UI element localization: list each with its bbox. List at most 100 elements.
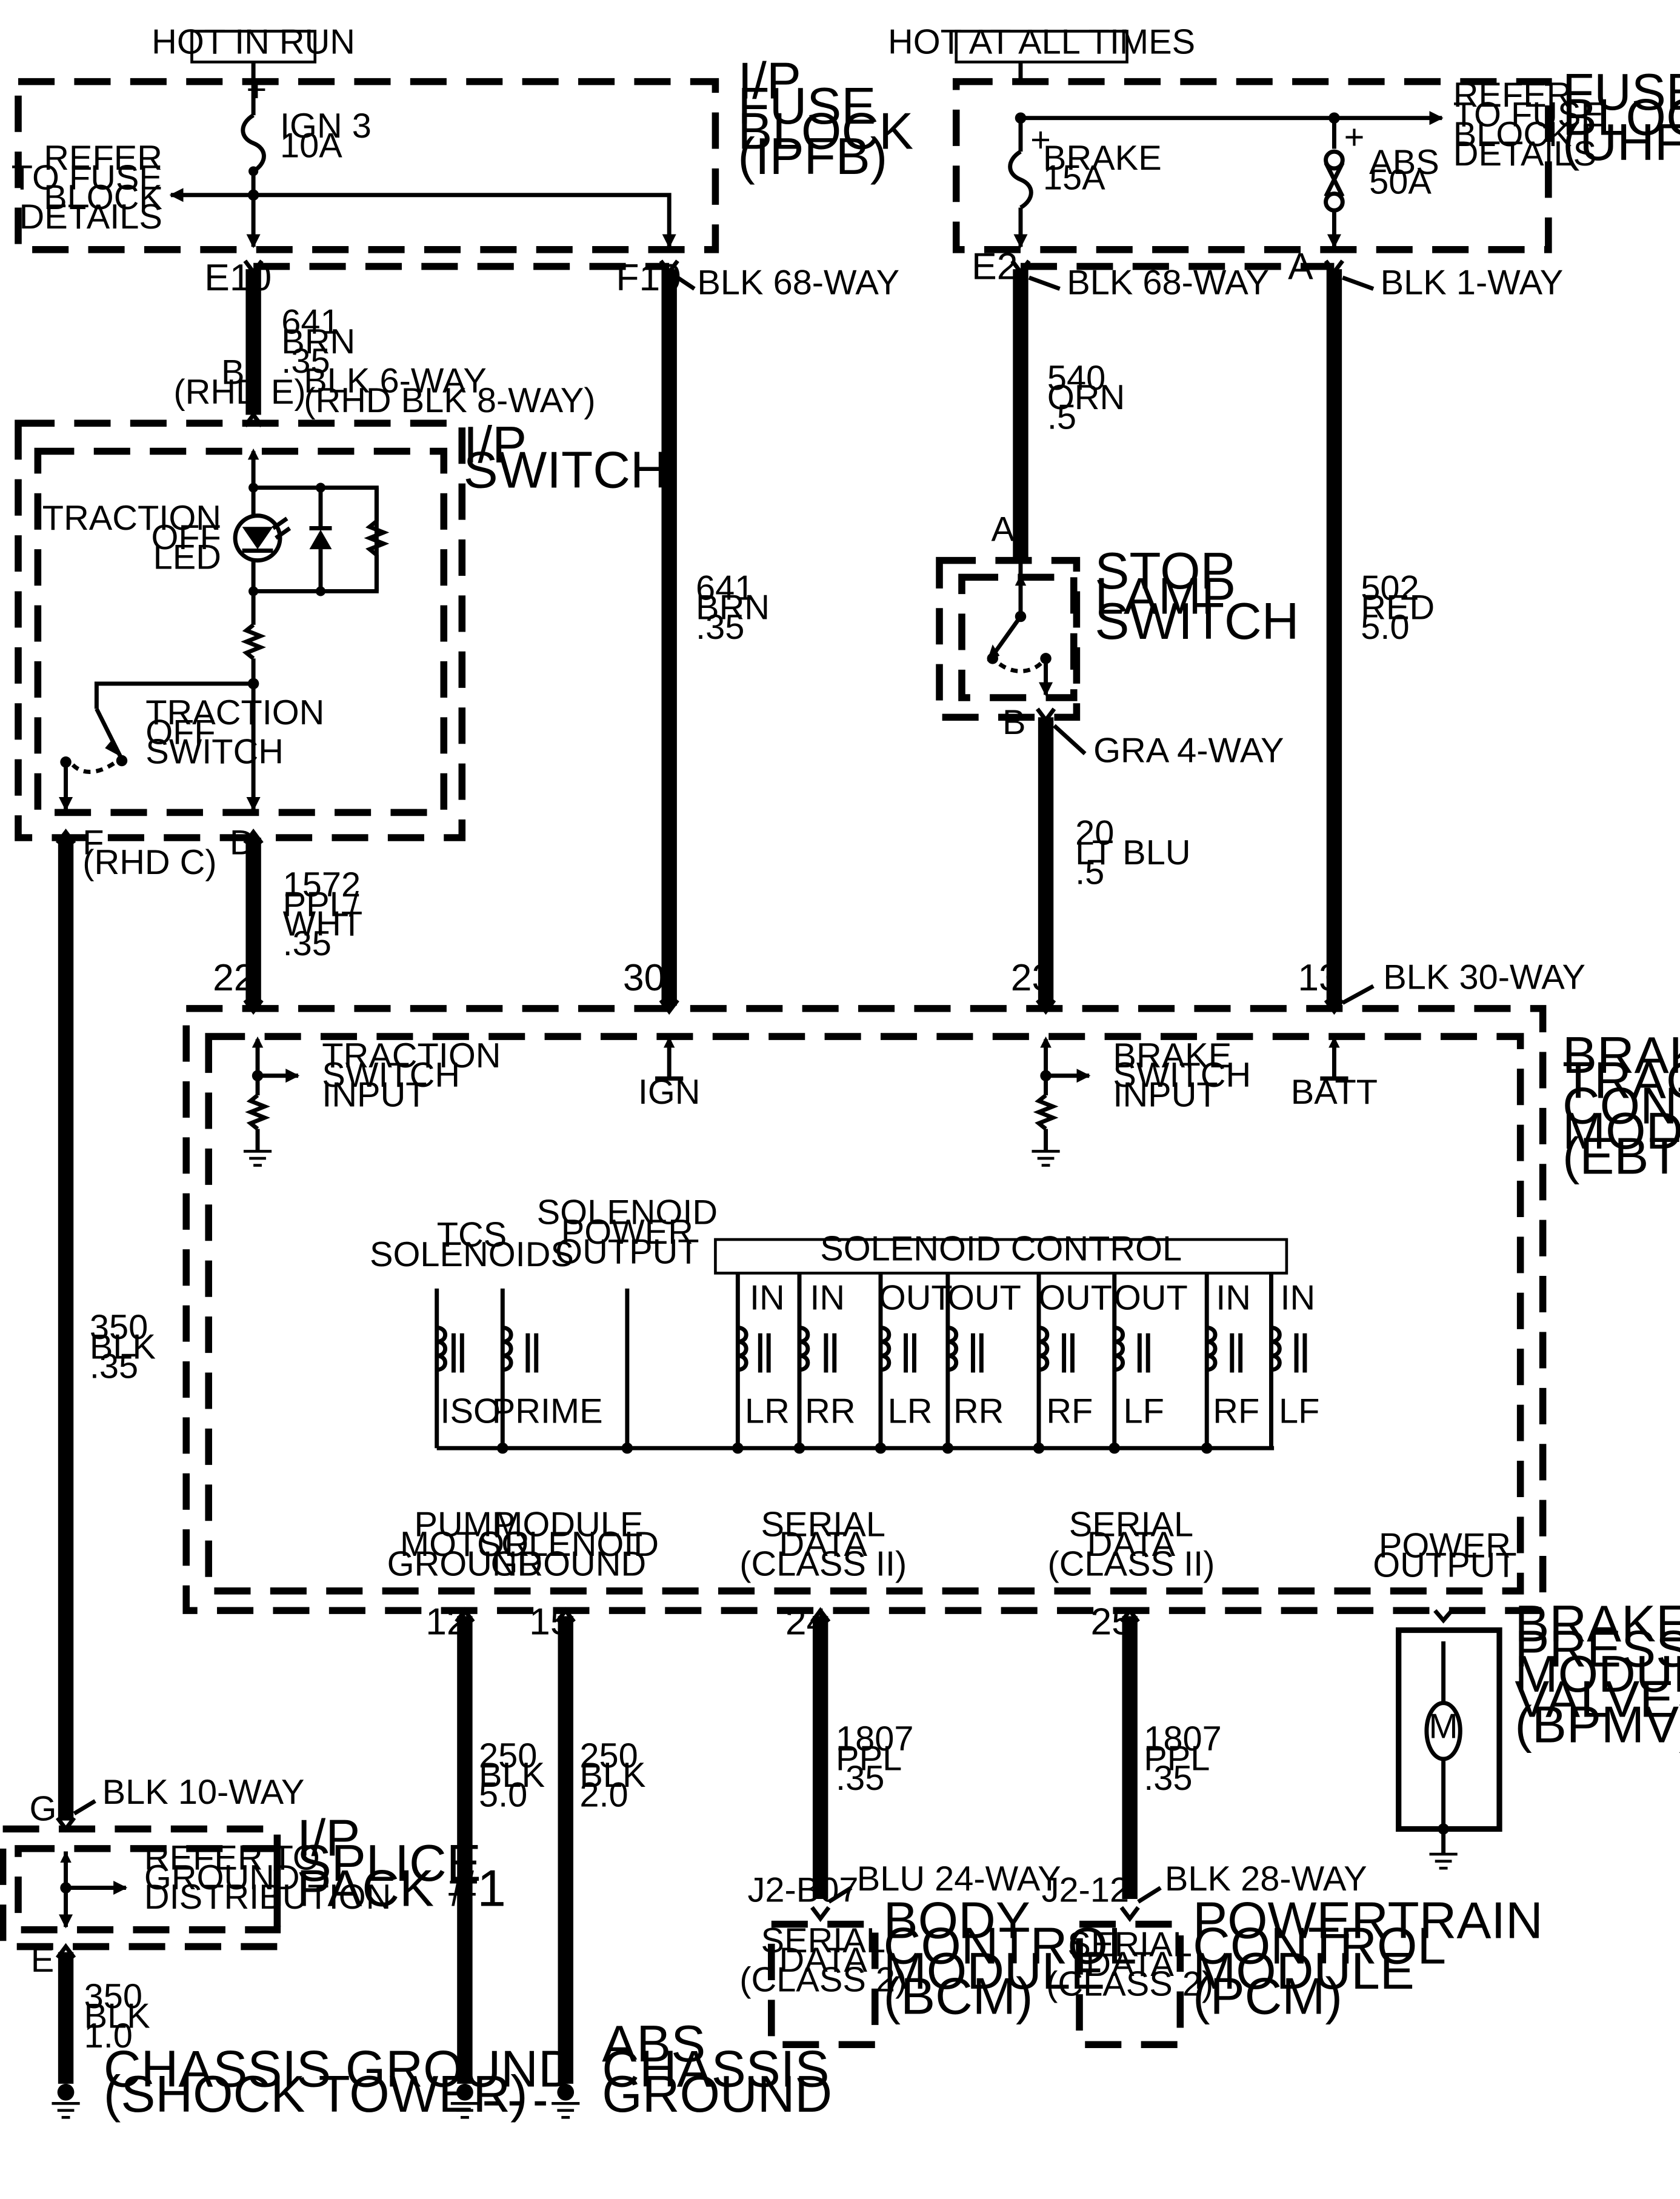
svg-text:BLU 24-WAY: BLU 24-WAY	[857, 1860, 1061, 1898]
wire-1572: D 1572 PPL/ WHT .35	[230, 824, 362, 1006]
iso-solenoid-icon	[436, 1326, 464, 1373]
chassis-ground: CHASSIS GROUND (SHOCK TOWER)	[52, 2041, 576, 2123]
svg-text:5.0: 5.0	[479, 1776, 527, 1815]
ground-icon	[244, 1151, 272, 1165]
svg-text:TRACTION: TRACTION	[1562, 1052, 1680, 1110]
ground-icon	[1032, 1151, 1059, 1165]
svg-text:BLK 30-WAY: BLK 30-WAY	[1383, 958, 1585, 997]
svg-text:M: M	[1429, 1707, 1458, 1746]
ip-switch: I/P SWITCH TRACTION OFF LED	[15, 416, 668, 841]
svg-text:VALVE: VALVE	[1515, 1671, 1674, 1729]
svg-text:DATA: DATA	[1087, 1525, 1176, 1564]
svg-text:1807: 1807	[836, 1720, 913, 1758]
svg-text:BLOCK: BLOCK	[1453, 115, 1572, 154]
svg-text:MODULE: MODULE	[493, 1506, 643, 1544]
svg-text:PUMP: PUMP	[414, 1506, 515, 1544]
svg-text:(EBTCM): (EBTCM)	[1562, 1127, 1680, 1185]
svg-text:SERIAL: SERIAL	[1067, 1926, 1192, 1964]
svg-text:STOP: STOP	[1095, 542, 1235, 600]
svg-text:CHASSIS: CHASSIS	[602, 2041, 829, 2098]
svg-text:E2: E2	[972, 245, 1018, 287]
bpmv-valve: M BRAKE PRESSURE MODULATOR VALVE (BPMV)	[1396, 1595, 1680, 1868]
svg-text:(UHFB): (UHFB)	[1562, 114, 1680, 172]
diode-icon	[309, 487, 332, 592]
svg-text:BLK 28-WAY: BLK 28-WAY	[1165, 1860, 1367, 1898]
svg-text:LR: LR	[888, 1392, 933, 1431]
svg-text:.35: .35	[283, 924, 332, 963]
svg-text:LT BLU: LT BLU	[1075, 833, 1190, 872]
svg-text:RF: RF	[1213, 1392, 1259, 1431]
svg-text:.35: .35	[836, 1759, 884, 1798]
svg-text:LF: LF	[1124, 1392, 1164, 1431]
svg-text:IN: IN	[1216, 1278, 1251, 1317]
svg-text:TRACTION: TRACTION	[322, 1036, 501, 1075]
svg-text:2.0: 2.0	[579, 1776, 628, 1815]
svg-text:J2-12: J2-12	[1042, 1871, 1129, 1910]
svg-text:BATT: BATT	[1291, 1073, 1378, 1112]
svg-text:+: +	[1344, 118, 1365, 157]
svg-text:RR: RR	[953, 1392, 1004, 1431]
svg-text:1572: 1572	[283, 866, 361, 904]
svg-text:1.0: 1.0	[84, 2017, 133, 2055]
svg-text:.35: .35	[281, 342, 330, 381]
svg-text:REFER TO: REFER TO	[144, 1838, 320, 1877]
svg-text:TRACTION: TRACTION	[145, 693, 324, 732]
svg-text:IGN: IGN	[638, 1073, 701, 1112]
ground-icon	[1430, 1854, 1458, 1868]
svg-text:SWITCH: SWITCH	[1113, 1056, 1251, 1095]
svg-text:OUTPUT: OUTPUT	[555, 1232, 699, 1271]
svg-text:IN: IN	[750, 1278, 785, 1317]
svg-text:641: 641	[696, 569, 754, 607]
svg-text:(BCM): (BCM)	[884, 1967, 1033, 2025]
svg-text:MODULATOR: MODULATOR	[1515, 1646, 1680, 1703]
svg-text:DATA: DATA	[1085, 1945, 1174, 1984]
svg-text:OUT: OUT	[1038, 1278, 1112, 1317]
uhfb-fuse-block: FUSE BLOCK (UHFB) REFER TO FUSE BLOCK DE…	[952, 64, 1680, 253]
svg-text:OUT: OUT	[1114, 1278, 1188, 1317]
svg-text:30: 30	[623, 957, 665, 999]
solenoid-control-valves: IN IN OUT OUT OUT OUT IN IN LR RR LR RR …	[732, 1273, 1319, 1454]
wire-641-long: F10 BLK 68-WAY 641 BRN .35	[616, 257, 899, 1006]
svg-text:OUT: OUT	[879, 1278, 953, 1317]
svg-text:IN: IN	[1280, 1278, 1315, 1317]
ground-icon	[552, 2103, 579, 2117]
wire-20: GRA 4-WAY 20 LT BLU .5	[1035, 707, 1284, 1006]
svg-text:BLK: BLK	[479, 1756, 545, 1795]
svg-text:I/P: I/P	[464, 416, 527, 474]
svg-text:A: A	[991, 510, 1015, 549]
svg-text:SWITCH: SWITCH	[464, 442, 668, 499]
svg-text:DETAILS: DETAILS	[1453, 135, 1596, 173]
svg-text:TO FUSE: TO FUSE	[12, 159, 162, 198]
svg-text:GROUND: GROUND	[144, 1858, 300, 1897]
svg-text:GROUND: GROUND	[602, 2066, 832, 2123]
svg-text:I/P: I/P	[297, 1809, 361, 1867]
ground-icon	[52, 2103, 79, 2117]
svg-text:BRN: BRN	[281, 322, 355, 361]
svg-text:MODULE: MODULE	[1193, 1943, 1415, 2000]
svg-text:TCS: TCS	[437, 1216, 507, 1255]
svg-text:.35: .35	[1144, 1759, 1192, 1798]
svg-text:(CLASS II): (CLASS II)	[739, 1544, 907, 1583]
svg-text:FUSE: FUSE	[738, 78, 876, 135]
svg-text:FUSE: FUSE	[1562, 64, 1680, 121]
wire-350-long: F (RHD C) 350 BLK .35	[55, 824, 217, 1821]
svg-text:INPUT: INPUT	[1113, 1076, 1218, 1115]
svg-text:PPL: PPL	[1144, 1739, 1210, 1778]
svg-text:SERIAL: SERIAL	[761, 1921, 885, 1960]
wire-540: E2 BLK 68-WAY 540 ORN .5 A	[972, 245, 1269, 558]
svg-text:BRN: BRN	[696, 589, 770, 627]
svg-text:GROUND: GROUND	[491, 1544, 647, 1583]
stop-lamp-switch: STOP LAMP SWITCH B	[936, 542, 1299, 742]
svg-text:250: 250	[579, 1737, 638, 1775]
wire-641-upper: E10 641 BRN .35 B (RHD E) BLK 6-WAY (RHD…	[173, 257, 596, 427]
svg-text:540: 540	[1047, 359, 1105, 398]
svg-text:CONTROL: CONTROL	[1193, 1917, 1446, 1975]
svg-text:CHASSIS GROUND: CHASSIS GROUND	[104, 2041, 576, 2098]
svg-text:SOLENOIDS: SOLENOIDS	[370, 1235, 574, 1274]
svg-text:50A: 50A	[1369, 162, 1432, 201]
svg-text:A: A	[1288, 245, 1313, 287]
svg-text:BODY: BODY	[884, 1892, 1030, 1950]
svg-text:GROUND: GROUND	[387, 1544, 543, 1583]
svg-text:F: F	[82, 824, 104, 863]
svg-text:LR: LR	[745, 1392, 790, 1431]
